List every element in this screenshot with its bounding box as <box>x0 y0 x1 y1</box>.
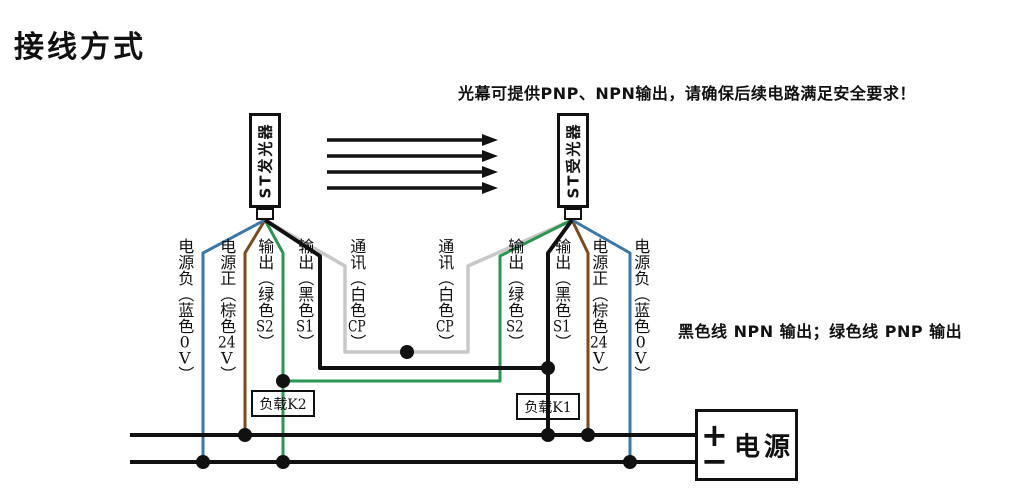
junction-dot <box>400 345 414 359</box>
emitter-label: ST发光器 <box>256 122 275 199</box>
wire-24v-brown-left <box>243 219 267 435</box>
receiver-cable-connector <box>564 208 582 220</box>
wire-label-left-output-green: 输出（绿色S2） <box>255 238 275 350</box>
junction-dot <box>276 374 290 388</box>
wire-label-left-output-black: 输出（黑色S1） <box>295 238 315 350</box>
junction-dot <box>196 455 210 469</box>
light-beam-arrowhead <box>482 134 498 146</box>
wire-label-right-comm: 通讯（白色CP） <box>435 238 455 350</box>
minus-terminal: − <box>701 442 728 480</box>
wire-0v-blue-right <box>571 218 632 462</box>
junction-dot <box>541 428 555 442</box>
light-beam-arrowhead <box>482 150 498 162</box>
wire-label-right-output-black: 输出（黑色S1） <box>552 238 572 350</box>
page-title: 接线方式 <box>14 30 146 65</box>
safety-note: 光幕可提供PNP、NPN输出，请确保后续电路满足安全要求！ <box>458 84 916 103</box>
load-k1-box: 负载K1 <box>516 393 580 420</box>
wire-label-left-power-neg: 电源负（蓝色0V） <box>175 238 195 382</box>
light-beam-arrowhead <box>482 166 498 178</box>
wire-label-left-power-pos: 电源正（棕色24V） <box>217 238 237 382</box>
emitter-device-box: ST发光器 <box>249 113 281 208</box>
load-k2-box: 负载K2 <box>251 390 315 417</box>
light-beam-arrows <box>327 134 498 194</box>
wire-s2-green-right <box>283 218 573 383</box>
junction-dot <box>541 361 555 375</box>
wire-0v-blue-left <box>201 218 266 462</box>
power-supply-box: + − 电源 <box>695 409 798 481</box>
wire-s1-black-left <box>263 218 548 370</box>
receiver-label: ST受光器 <box>564 122 583 199</box>
wire-s2-green-left <box>263 219 285 462</box>
power-supply-label: 电源 <box>734 432 795 463</box>
output-type-note: 黑色线 NPN 输出；绿色线 PNP 输出 <box>678 322 963 341</box>
junction-dot <box>581 428 595 442</box>
junction-dot <box>276 455 290 469</box>
junction-dot <box>238 428 252 442</box>
wire-label-right-output-green: 输出（绿色S2） <box>505 238 525 350</box>
receiver-device-box: ST受光器 <box>557 113 589 208</box>
plus-terminal: + <box>701 416 728 454</box>
wire-24v-brown-right <box>570 219 590 435</box>
emitter-cable-connector <box>256 208 274 220</box>
light-beam-arrowhead <box>482 182 498 194</box>
junction-dot <box>623 455 637 469</box>
wire-label-right-power-pos: 电源正（棕色24V） <box>589 238 609 382</box>
wire-label-left-comm: 通讯（白色CP） <box>347 238 367 350</box>
wire-label-right-power-neg: 电源负（蓝色0V） <box>631 238 651 382</box>
